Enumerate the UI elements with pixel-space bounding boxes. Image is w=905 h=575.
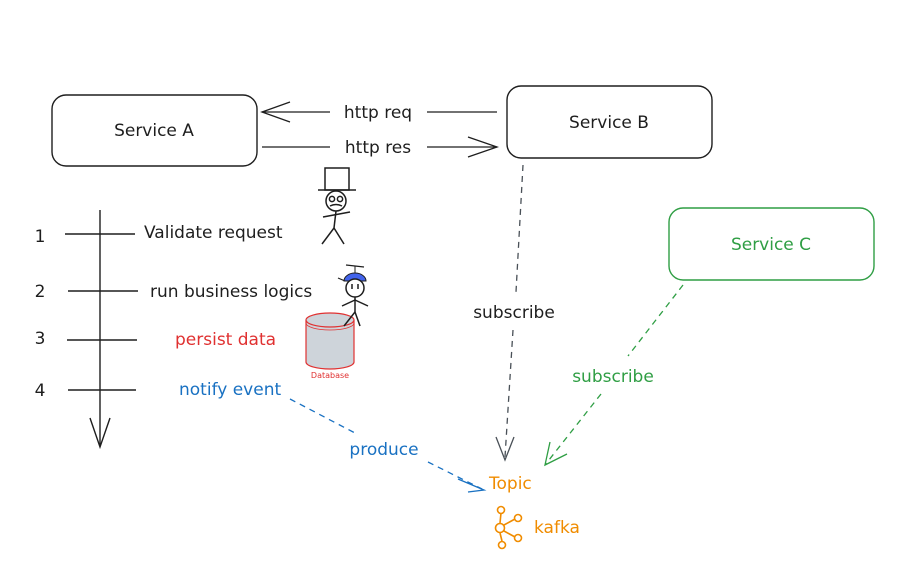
topic-label: Topic — [488, 474, 532, 494]
subscribe-b-label: subscribe — [473, 303, 555, 323]
service-a-label: Service A — [114, 121, 194, 141]
timeline-axis — [65, 210, 138, 450]
step-1-label: Validate request — [144, 223, 283, 243]
service-c-label: Service C — [731, 235, 811, 255]
http-res-label: http res — [345, 138, 411, 158]
database-label: Database — [311, 371, 349, 380]
step-3-label: persist data — [175, 330, 276, 350]
step-2-number: 2 — [35, 282, 46, 302]
step-4-label: notify event — [179, 380, 281, 400]
step-4-number: 4 — [35, 381, 46, 401]
service-c-node[interactable]: Service C — [668, 207, 875, 281]
http-res-arrow: http res — [262, 136, 499, 158]
http-req-label: http req — [344, 103, 412, 123]
subscribe-c-label: subscribe — [572, 367, 654, 387]
step-3-number: 3 — [35, 329, 46, 349]
produce-label: produce — [349, 440, 418, 460]
service-a-node[interactable]: Service A — [51, 94, 258, 167]
http-req-arrow: http req — [260, 101, 497, 123]
subscribe-b-arrow: subscribe — [473, 164, 555, 462]
service-b-node[interactable]: Service B — [506, 85, 713, 159]
step-2-label: run business logics — [150, 282, 312, 302]
propeller-cap-figure-icon — [337, 264, 369, 327]
top-hat-figure-icon — [318, 167, 356, 245]
step-1-number: 1 — [35, 227, 46, 247]
kafka-label: kafka — [534, 518, 580, 538]
kafka-logo-icon — [494, 505, 523, 550]
database-cylinder-icon: Database — [305, 312, 355, 380]
service-b-label: Service B — [569, 113, 649, 133]
subscribe-c-arrow: subscribe — [544, 284, 684, 467]
produce-arrow: produce — [289, 398, 487, 493]
